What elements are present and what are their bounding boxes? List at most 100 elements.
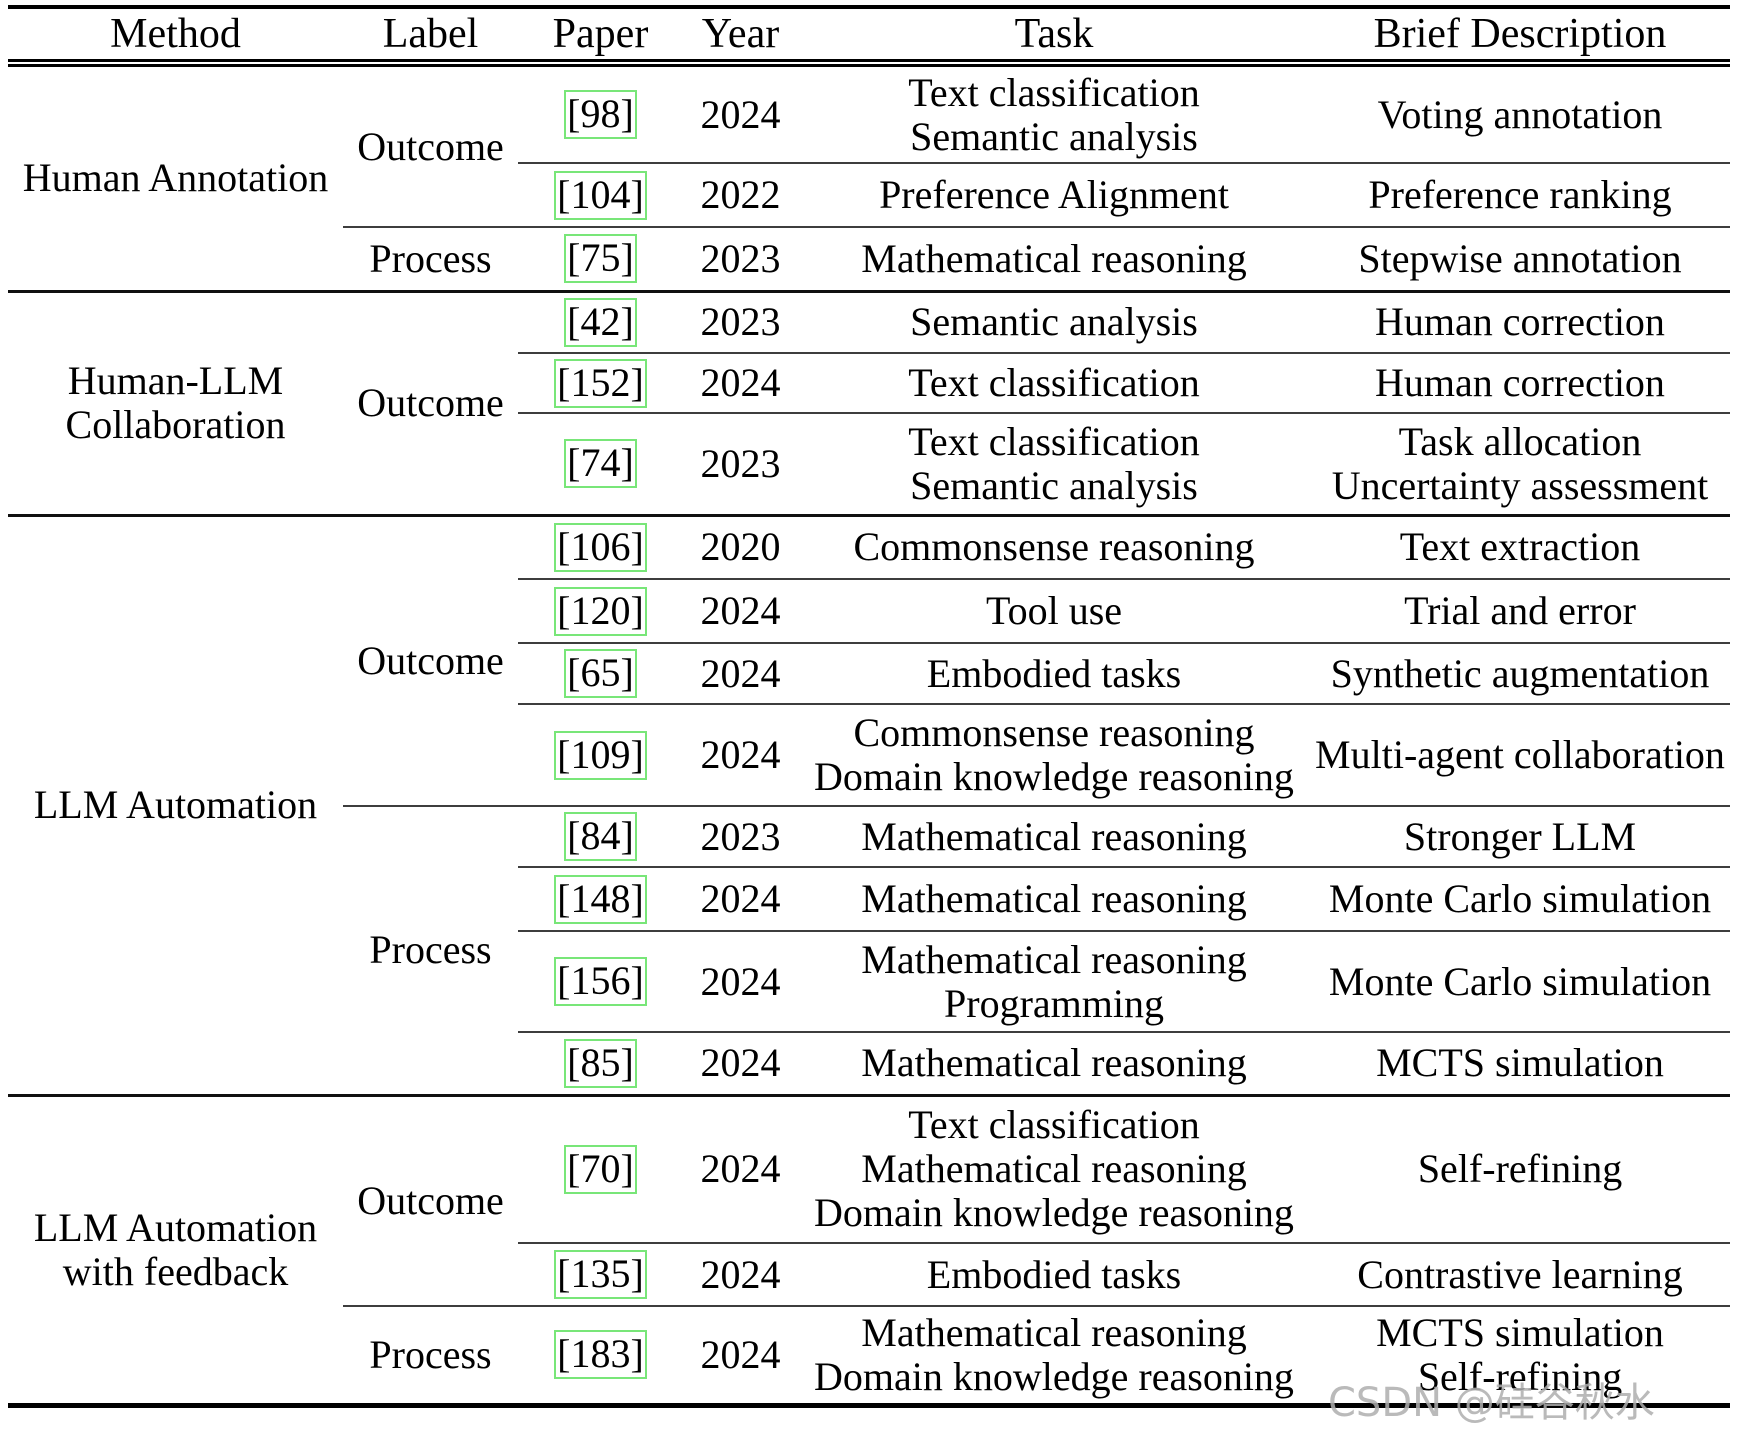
year-cell: 2023 — [683, 805, 798, 867]
header-brief-description: Brief Description — [1310, 7, 1730, 67]
citation-link[interactable]: [183] — [554, 1330, 647, 1380]
year-cell: 2024 — [683, 578, 798, 643]
task-cell: Text classification Mathematical reasoni… — [798, 1093, 1310, 1243]
paper-cell: [183] — [518, 1305, 683, 1405]
table-row: [135] 2024 Embodied tasks Contrastive le… — [8, 1242, 1730, 1306]
label-cell-process: Process — [343, 1305, 518, 1405]
description-cell: Voting annotation — [1377, 91, 1663, 137]
table-row: Process [75] 2023 Mathematical reasoning… — [8, 226, 1730, 291]
paper-cell: [42] — [518, 289, 683, 353]
paper-cell: [65] — [518, 642, 683, 704]
citation-link[interactable]: [120] — [554, 586, 647, 636]
description-cell: Multi-agent collaboration — [1310, 703, 1730, 806]
citation-link[interactable]: [104] — [554, 170, 647, 220]
paper-cell: [135] — [518, 1242, 683, 1306]
description-cell: MCTS simulation Self-refining — [1310, 1305, 1730, 1405]
table-row: [109] 2024 Commonsense reasoning Domain … — [8, 703, 1730, 806]
header-row: Method Label Paper Year Task Brief Descr… — [8, 7, 1730, 67]
description-cell: Trial and error — [1310, 578, 1730, 643]
task-cell: Mathematical reasoning — [798, 226, 1310, 291]
table-row: [120] 2024 Tool use Trial and error — [8, 578, 1730, 643]
year-cell: 2024 — [683, 1093, 798, 1243]
table-row: [156] 2024 Mathematical reasoning Progra… — [8, 930, 1730, 1032]
method-cell-llm-automation: LLM Automation — [8, 513, 343, 1095]
label-cell-process: Process — [343, 805, 518, 1095]
task-cell: Text classification — [798, 352, 1310, 413]
task-cell: Tool use — [798, 578, 1310, 643]
paper-cell: [74] — [518, 412, 683, 515]
paper-cell: [109] — [518, 703, 683, 806]
table-row: [152] 2024 Text classification Human cor… — [8, 352, 1730, 413]
task-cell: Commonsense reasoning Domain knowledge r… — [798, 703, 1310, 806]
year-cell: 2023 — [683, 289, 798, 353]
header-year: Year — [683, 7, 798, 67]
citation-link[interactable]: [85] — [564, 1038, 637, 1088]
description-cell: Human correction — [1310, 289, 1730, 353]
description-cell: Monte Carlo simulation — [1310, 866, 1730, 931]
task-cell: Embodied tasks — [798, 1242, 1310, 1306]
year-cell: 2020 — [683, 513, 798, 579]
header-task: Task — [798, 7, 1310, 67]
citation-link[interactable]: [109] — [554, 730, 647, 780]
year-cell: 2024 — [683, 1242, 798, 1306]
task-cell: Mathematical reasoning Domain knowledge … — [798, 1305, 1310, 1405]
task-cell: Semantic analysis — [798, 289, 1310, 353]
table-row: Process [84] 2023 Mathematical reasoning… — [8, 805, 1730, 1095]
task-cell: Preference Alignment — [798, 162, 1310, 227]
description-cell: Self-refining — [1310, 1093, 1730, 1243]
description-cell: Stronger LLM — [1310, 805, 1730, 867]
table-row: [148] 2024 Mathematical reasoning Monte … — [8, 866, 1730, 931]
citation-link[interactable]: [98] — [564, 90, 637, 139]
label-cell-outcome: Outcome — [343, 513, 518, 806]
label-cell-outcome: Outcome — [343, 1093, 518, 1306]
citation-link[interactable]: [152] — [554, 358, 647, 408]
description-cell: Task allocation Uncertainty assessment — [1310, 412, 1730, 515]
year-cell: 2023 — [683, 412, 798, 515]
table-row: Human Annotation Outcome [98] 2024 Text … — [8, 63, 1730, 200]
paper-cell: [148] — [518, 866, 683, 931]
paper-cell: [106] — [518, 513, 683, 579]
task-cell: Embodied tasks — [798, 642, 1310, 704]
paper-cell: [120] — [518, 578, 683, 643]
citation-link[interactable]: [42] — [564, 297, 637, 347]
task-cell: Mathematical reasoning Programming — [798, 930, 1310, 1032]
task-cell: Mathematical reasoning — [798, 866, 1310, 931]
citation-link[interactable]: [74] — [564, 439, 637, 489]
year-cell: 2024 — [683, 930, 798, 1032]
survey-table: Method Label Paper Year Task Brief Descr… — [8, 5, 1730, 1408]
citation-link[interactable]: [135] — [554, 1250, 647, 1299]
label-cell-outcome: Outcome — [343, 289, 518, 515]
description-cell: MCTS simulation — [1310, 1031, 1730, 1095]
citation-link[interactable]: [65] — [564, 649, 637, 698]
task-cell: Text classification Semantic analysis — [798, 412, 1310, 515]
year-cell: 2022 — [683, 162, 798, 227]
citation-link[interactable]: [156] — [554, 957, 647, 1006]
year-cell: 2023 — [683, 226, 798, 291]
paper-cell: [85] — [518, 1031, 683, 1095]
table-row: Process [183] 2024 Mathematical reasonin… — [8, 1305, 1730, 1405]
citation-link[interactable]: [84] — [564, 812, 637, 861]
paper-cell: [104] — [518, 162, 683, 227]
method-cell-human-llm-collaboration: Human-LLM Collaboration — [8, 289, 343, 515]
task-cell: Mathematical reasoning — [798, 805, 1310, 867]
description-cell: Contrastive learning — [1310, 1242, 1730, 1306]
table-row: LLM Automation with feedback Outcome [70… — [8, 1093, 1730, 1405]
header-label: Label — [343, 7, 518, 67]
method-cell-human-annotation: Human Annotation — [22, 155, 329, 201]
paper-cell: [156] — [518, 930, 683, 1032]
citation-link[interactable]: [75] — [564, 234, 637, 284]
method-cell-llm-automation-with-feedback: LLM Automation with feedback — [8, 1093, 343, 1405]
table-row: [85] 2024 Mathematical reasoning MCTS si… — [8, 1031, 1730, 1095]
table-row: [104] 2022 Preference Alignment Preferen… — [8, 162, 1730, 227]
description-cell: Human correction — [1310, 352, 1730, 413]
paper-cell: [98] — [518, 63, 683, 163]
description-cell: Stepwise annotation — [1310, 226, 1730, 291]
year-cell: 2024 — [683, 866, 798, 931]
citation-link[interactable]: [106] — [554, 522, 647, 572]
task-cell: Commonsense reasoning — [798, 513, 1310, 579]
table-row: Human-LLM Collaboration Outcome [42] 202… — [8, 289, 1730, 515]
year-cell: 2024 — [683, 352, 798, 413]
citation-link[interactable]: [148] — [554, 874, 647, 924]
citation-link[interactable]: [70] — [564, 1144, 637, 1194]
